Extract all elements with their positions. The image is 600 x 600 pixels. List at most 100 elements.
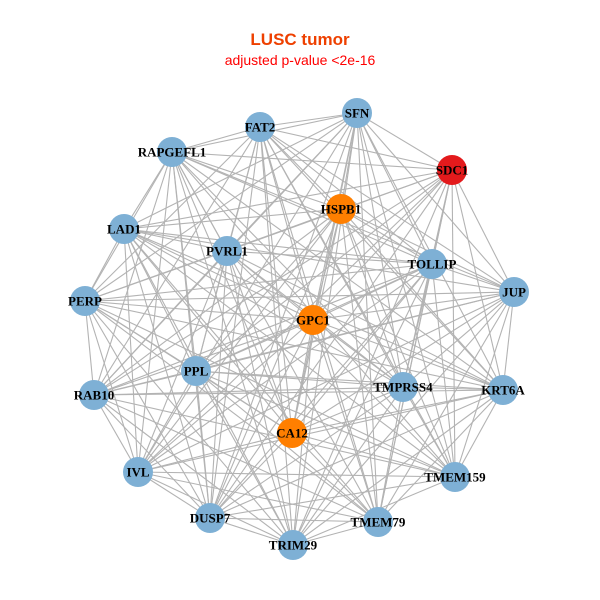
edge: [84, 112, 358, 302]
node-circle[interactable]: [123, 457, 153, 487]
node-label: PPL: [184, 364, 209, 379]
node-circle[interactable]: [417, 249, 447, 279]
edge: [93, 319, 314, 396]
node-circle[interactable]: [157, 137, 187, 167]
node-rapgefl1[interactable]: RAPGEFL1: [138, 137, 207, 167]
edge: [195, 370, 294, 546]
node-label: TMEM159: [424, 470, 486, 485]
edge: [93, 263, 433, 396]
edge: [502, 291, 515, 391]
edge: [93, 394, 294, 546]
edge: [195, 370, 211, 519]
edge: [312, 319, 504, 391]
node-circle[interactable]: [79, 380, 109, 410]
edge: [209, 432, 293, 519]
node-circle[interactable]: [363, 507, 393, 537]
edge: [93, 394, 211, 519]
node-fat2[interactable]: FAT2: [245, 112, 276, 142]
edge: [123, 208, 342, 230]
node-sdc1[interactable]: SDC1: [436, 155, 469, 185]
edge: [93, 169, 453, 396]
node-label: GPC1: [296, 313, 330, 328]
node-jup[interactable]: JUP: [499, 277, 529, 307]
node-circle[interactable]: [181, 356, 211, 386]
node-trim29[interactable]: TRIM29: [269, 530, 318, 560]
edge: [93, 394, 379, 523]
node-sfn[interactable]: SFN: [342, 98, 372, 128]
node-label: SFN: [345, 106, 370, 121]
node-tollip[interactable]: TOLLIP: [408, 249, 457, 279]
edge: [195, 370, 293, 434]
edge: [454, 291, 515, 478]
node-ca12[interactable]: CA12: [276, 418, 308, 448]
edge: [209, 263, 433, 519]
edge: [93, 291, 515, 396]
node-gpc1[interactable]: GPC1: [296, 305, 330, 335]
node-lad1[interactable]: LAD1: [107, 214, 141, 244]
edge: [292, 389, 504, 546]
node-tmem159[interactable]: TMEM159: [424, 462, 486, 492]
node-circle[interactable]: [195, 503, 225, 533]
node-dusp7[interactable]: DUSP7: [190, 503, 231, 533]
edge: [226, 208, 342, 252]
node-circle[interactable]: [109, 214, 139, 244]
node-perp[interactable]: PERP: [68, 286, 102, 316]
edge: [312, 208, 342, 321]
edge: [454, 389, 504, 478]
edge: [312, 319, 404, 388]
edge: [340, 208, 456, 478]
edge: [340, 208, 504, 391]
edge: [291, 386, 404, 434]
node-hspb1[interactable]: HSPB1: [321, 194, 361, 224]
node-circle[interactable]: [488, 375, 518, 405]
edge: [292, 386, 404, 546]
node-krt6a[interactable]: KRT6A: [481, 375, 525, 405]
edge: [84, 300, 456, 478]
edge: [123, 228, 515, 293]
node-circle[interactable]: [70, 286, 100, 316]
node-circle[interactable]: [277, 418, 307, 448]
node-circle[interactable]: [278, 530, 308, 560]
node-circle[interactable]: [245, 112, 275, 142]
edge: [84, 300, 294, 546]
node-rab10[interactable]: RAB10: [74, 380, 114, 410]
edge: [123, 228, 433, 265]
edge: [402, 386, 504, 391]
edge: [137, 432, 293, 473]
edge: [93, 126, 261, 396]
edge: [195, 169, 453, 372]
edge: [291, 263, 433, 434]
edge: [356, 112, 453, 171]
edge: [93, 208, 342, 396]
node-circle[interactable]: [388, 372, 418, 402]
edge: [259, 112, 358, 128]
node-ivl[interactable]: IVL: [123, 457, 153, 487]
node-tmprss4[interactable]: TMPRSS4: [373, 372, 433, 402]
node-circle[interactable]: [342, 98, 372, 128]
edge: [377, 386, 404, 523]
edge: [451, 169, 515, 293]
node-tmem79[interactable]: TMEM79: [351, 507, 406, 537]
edge: [226, 250, 294, 546]
node-circle[interactable]: [298, 305, 328, 335]
node-circle[interactable]: [499, 277, 529, 307]
node-ppl[interactable]: PPL: [181, 356, 211, 386]
edge: [356, 112, 433, 265]
edge: [209, 476, 456, 519]
node-circle[interactable]: [326, 194, 356, 224]
edge: [291, 389, 504, 434]
node-label: DUSP7: [190, 511, 231, 526]
edge: [84, 300, 95, 396]
edge: [195, 319, 314, 372]
node-circle[interactable]: [212, 236, 242, 266]
edge: [84, 291, 515, 302]
edge: [209, 169, 453, 519]
node-circle[interactable]: [437, 155, 467, 185]
edge: [84, 300, 139, 473]
edge: [84, 300, 211, 519]
edge: [137, 208, 342, 473]
node-pvrl1[interactable]: PVRL1: [206, 236, 248, 266]
edge: [291, 319, 314, 434]
node-circle[interactable]: [440, 462, 470, 492]
